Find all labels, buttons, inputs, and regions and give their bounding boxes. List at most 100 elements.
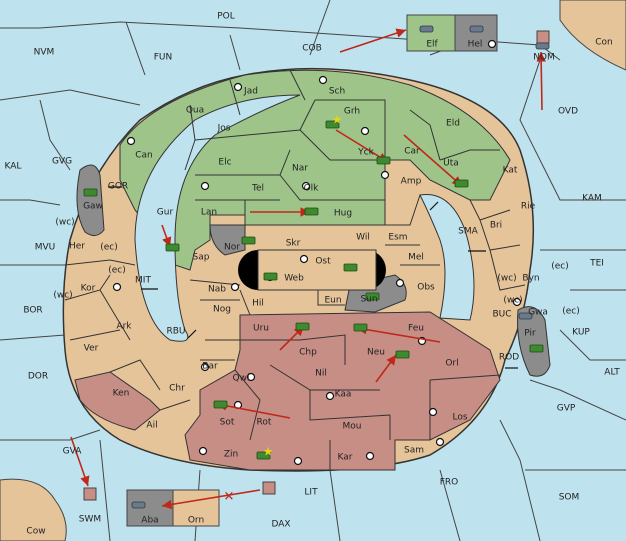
label-ec-3: (ec) <box>108 266 126 276</box>
star-marker: ★ <box>332 113 343 127</box>
region-cow[interactable] <box>0 478 67 541</box>
label-rod: ROD <box>499 353 519 363</box>
star-marker-2: ★ <box>263 445 274 459</box>
label-kat: Kat <box>503 166 518 176</box>
inner-sea-channel <box>134 94 301 342</box>
label-zin: Zin <box>224 450 238 460</box>
label-sma: SMA <box>458 227 478 237</box>
label-wil: Wil <box>356 233 370 243</box>
region-nom-box[interactable] <box>536 30 550 44</box>
label-som: SOM <box>559 493 580 503</box>
label-gva: GVA <box>63 447 83 457</box>
label-nar: Nar <box>292 164 308 174</box>
label-rot: Rot <box>257 418 272 428</box>
region-ken-ail-red[interactable] <box>74 371 161 431</box>
supply-centers <box>112 39 522 466</box>
label-obs: Obs <box>417 283 435 293</box>
label-pol: POL <box>217 12 235 22</box>
label-hil: Hil <box>252 299 264 309</box>
region-swm-box[interactable] <box>83 487 97 501</box>
label-sam: Sam <box>404 446 424 456</box>
region-orn[interactable] <box>172 489 220 527</box>
label-gvg: GVG <box>52 157 72 167</box>
label-web: Web <box>284 274 304 284</box>
label-ec-4: (ec) <box>562 307 580 317</box>
label-chp: Chp <box>299 348 317 358</box>
label-olk: Olk <box>304 184 320 194</box>
army-units <box>83 120 544 460</box>
label-esm: Esm <box>388 233 407 243</box>
fleet-units <box>131 25 550 509</box>
label-fro: FRO <box>440 478 459 488</box>
label-wc-4: (wc) <box>503 296 522 306</box>
label-dor: DOR <box>28 372 48 382</box>
label-buc: BUC <box>492 310 511 320</box>
label-ark: Ark <box>116 322 132 332</box>
label-hug: Hug <box>334 209 352 219</box>
label-nom: NOM <box>533 53 555 63</box>
label-gvp: GVP <box>557 404 576 414</box>
label-skr: Skr <box>286 239 301 249</box>
label-bor: BOR <box>23 306 42 316</box>
label-eld: Eld <box>446 119 460 129</box>
label-orl: Orl <box>445 359 458 369</box>
label-ken: Ken <box>113 389 130 399</box>
region-labels: POL NVM FUN COB Elf Hel NOM Con OVD Jad … <box>5 12 621 537</box>
label-nog: Nog <box>213 305 231 315</box>
label-elc: Elc <box>218 158 231 168</box>
label-bri: Bri <box>490 221 502 231</box>
label-neu: Neu <box>367 348 385 358</box>
label-ail: Ail <box>146 421 157 431</box>
label-nab: Nab <box>208 285 226 295</box>
label-nor: Nor <box>224 243 240 253</box>
label-chr: Chr <box>169 384 185 394</box>
label-mit: MIT <box>135 276 151 286</box>
label-uta: Uta <box>443 159 459 169</box>
label-los: Los <box>452 413 467 423</box>
label-cob: COB <box>302 44 322 54</box>
label-yck: Yck <box>357 148 374 158</box>
label-rie: Rie <box>521 202 536 212</box>
label-mel: Mel <box>408 253 424 263</box>
label-swm: SWM <box>79 515 101 525</box>
passage-arrows <box>108 186 518 369</box>
label-kar: Kar <box>338 453 353 463</box>
label-amp: Amp <box>401 177 422 187</box>
label-feu: Feu <box>408 324 424 334</box>
label-ver: Ver <box>84 344 99 354</box>
label-jad: Jad <box>243 87 258 97</box>
label-uru: Uru <box>253 324 269 334</box>
region-south-red[interactable] <box>184 311 501 471</box>
region-lit-box[interactable] <box>262 481 276 495</box>
label-lan: Lan <box>201 208 217 218</box>
region-nor-gray[interactable] <box>209 224 246 256</box>
label-mvu: MVU <box>35 243 56 253</box>
label-kor: Kor <box>81 284 96 294</box>
label-wc-3: (wc) <box>53 291 72 301</box>
label-mou: Mou <box>343 422 362 432</box>
region-gaw[interactable] <box>76 164 105 236</box>
label-sch: Sch <box>329 87 345 97</box>
label-kaa: Kaa <box>335 390 352 400</box>
label-nvm: NVM <box>34 48 55 58</box>
label-pir: Pir <box>524 329 536 339</box>
label-wc-1: (wc) <box>55 218 74 228</box>
label-rbu: RBU <box>166 327 185 337</box>
label-cow: Cow <box>26 527 45 537</box>
region-pir[interactable] <box>517 306 551 377</box>
label-her: Her <box>69 242 85 252</box>
label-orn: Orn <box>188 516 204 526</box>
label-fun: FUN <box>154 53 173 63</box>
label-tei: TEI <box>589 259 604 269</box>
label-gur: Gur <box>157 208 174 218</box>
label-elf: Elf <box>426 40 438 50</box>
label-kam: KAM <box>582 194 602 204</box>
label-kup: KUP <box>572 328 590 338</box>
label-hel: Hel <box>468 40 483 50</box>
label-gwa: Gwa <box>528 308 548 318</box>
label-grh: Grh <box>344 107 360 117</box>
label-ec-1: (ec) <box>100 243 118 253</box>
label-aba: Aba <box>141 516 158 526</box>
label-car: Car <box>404 147 420 157</box>
